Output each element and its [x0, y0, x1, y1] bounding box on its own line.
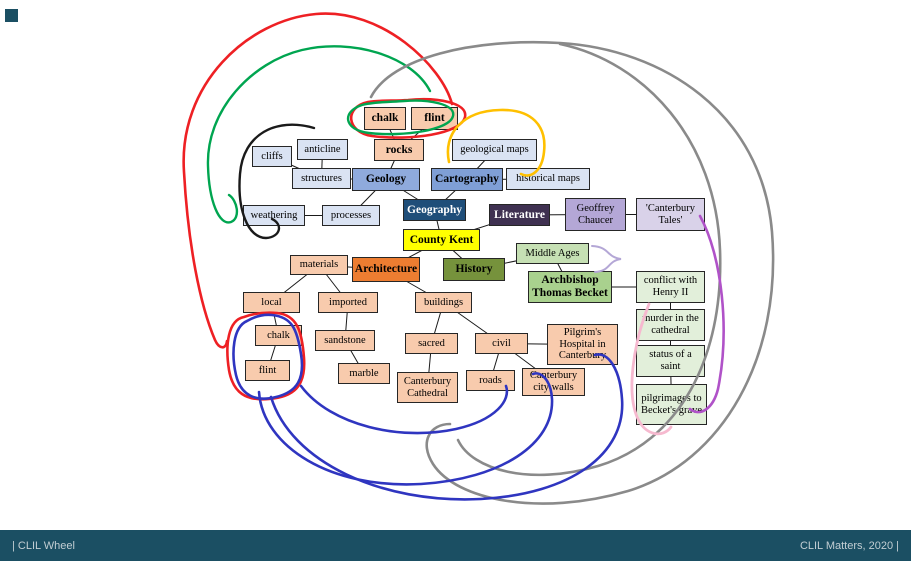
node-canterbury-tales: 'Canterbury Tales' — [636, 198, 705, 231]
node-geological-maps: geological maps — [452, 139, 537, 161]
node-cartography: Cartography — [431, 168, 503, 191]
node-rocks: rocks — [374, 139, 424, 161]
node-roads: roads — [466, 370, 515, 391]
node-processes: processes — [322, 205, 380, 226]
node-materials: materials — [290, 255, 348, 275]
node-conflict-henry: conflict with Henry II — [636, 271, 705, 303]
node-middle-ages: Middle Ages — [516, 243, 589, 264]
node-history: History — [443, 258, 505, 281]
node-marble: marble — [338, 363, 390, 384]
node-pilgrims-hospital: Pilgrim's Hospital in Canterbury — [547, 324, 618, 365]
node-geology: Geology — [352, 168, 420, 191]
footer-bar: | CLIL Wheel CLIL Matters, 2020 | — [0, 530, 911, 561]
node-civil: civil — [475, 333, 528, 354]
footer-right-text: CLIL Matters, 2020 | — [799, 539, 899, 552]
node-murder-cathedral: murder in the cathedral — [636, 309, 705, 341]
node-structures: structures — [292, 168, 351, 189]
node-canterbury-cathedral: Canterbury Cathedral — [397, 372, 458, 403]
node-flint-top: flint — [411, 107, 458, 130]
node-imported: imported — [318, 292, 378, 313]
corner-accent-square — [5, 9, 18, 22]
node-anticline: anticline — [297, 139, 348, 160]
footer-left-text: | CLIL Wheel — [12, 539, 75, 552]
node-literature: Literature — [489, 204, 550, 226]
node-chalk-top: chalk — [364, 107, 406, 130]
node-chalk-left: chalk — [255, 325, 302, 346]
node-geography: Geography — [403, 199, 466, 221]
node-status-saint: status of a saint — [636, 345, 705, 377]
node-weathering: weathering — [243, 205, 305, 226]
node-flint-left: flint — [245, 360, 290, 381]
node-buildings: buildings — [415, 292, 472, 313]
node-pilgrimages: pilgrimages to Becket's grave — [636, 384, 707, 425]
node-sacred: sacred — [405, 333, 458, 354]
node-cliffs: cliffs — [252, 146, 292, 167]
node-geoffrey-chaucer: Geoffrey Chaucer — [565, 198, 626, 231]
node-architecture: Architecture — [352, 257, 420, 282]
node-county-kent: County Kent — [403, 229, 480, 251]
node-historical-maps: historical maps — [506, 168, 590, 190]
node-local: local — [243, 292, 300, 313]
node-canterbury-city-walls: Canterbury city walls — [522, 368, 585, 396]
node-archbishop: Archbishop Thomas Becket — [528, 271, 612, 303]
node-sandstone: sandstone — [315, 330, 375, 351]
